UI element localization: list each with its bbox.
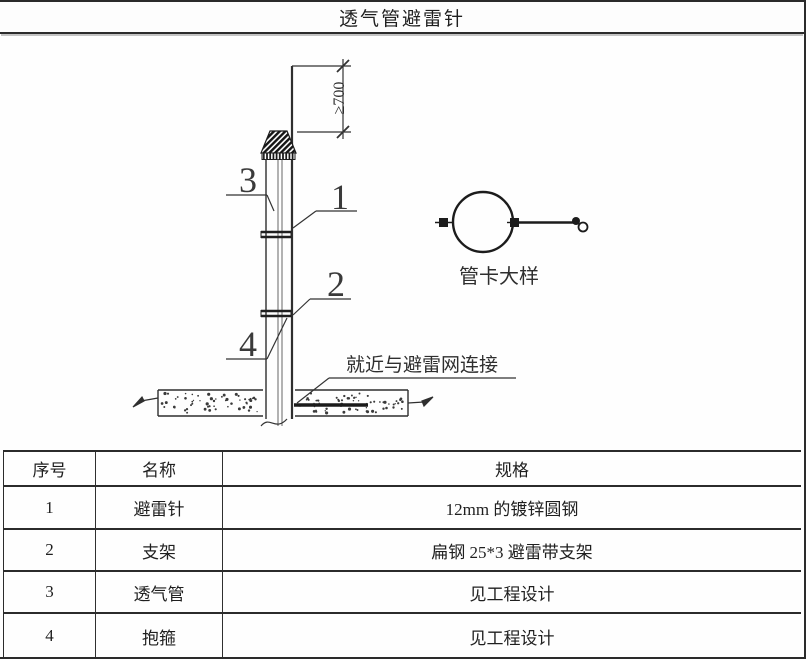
row3-no: 3 (4, 572, 96, 614)
header-name: 名称 (96, 452, 223, 487)
vent-pipe (265, 159, 283, 426)
header-no: 序号 (4, 452, 96, 487)
row4-spec: 见工程设计 (469, 628, 555, 648)
row2-name: 支架 (96, 530, 223, 572)
dimension-label: ≥700 (331, 82, 348, 115)
concrete-stipple (160, 391, 404, 415)
pipe-clamp-detail (435, 190, 589, 254)
clamp-band-lower (260, 309, 292, 318)
row1-name: 避雷针 (96, 487, 223, 530)
pipe-break-symbol (260, 418, 288, 427)
callout-2-label: 2 (327, 264, 345, 304)
row1-spec: 12mm 的镀锌圆钢 (223, 487, 801, 530)
callout-3-label: 3 (239, 160, 257, 200)
callout-4-label: 4 (239, 324, 257, 364)
detail-caption: 管卡大样 (459, 265, 539, 288)
header-spec: 规格 (223, 452, 801, 487)
callout-4-leader (226, 317, 288, 360)
dimension-700 (292, 59, 351, 139)
parts-table: 序号 名称 规格 1 避雷针 12mm 的镀锌圆钢 2 支架 扁钢 25*3 避… (3, 450, 801, 657)
slab-break-right (407, 396, 434, 408)
row2-spec: 扁钢 25*3 避雷带支架 (223, 530, 801, 572)
clamp-band-upper (260, 230, 292, 239)
callout-1-leader (292, 210, 357, 229)
row1-no: 1 (4, 487, 96, 530)
note-leader (296, 377, 516, 404)
note-label: 就近与避雷网连接 (346, 354, 498, 376)
row2-no: 2 (4, 530, 96, 572)
row4-name: 抱箍 (96, 614, 223, 657)
callout-3-leader (226, 194, 275, 212)
row3-spec: 见工程设计 (223, 572, 801, 614)
callout-2-leader (292, 298, 351, 316)
title-bar: 透气管避雷针 (0, 2, 804, 34)
page-title: 透气管避雷针 (338, 8, 465, 30)
row4-no: 4 (4, 614, 96, 657)
slab-break-left (132, 395, 159, 408)
row3-name: 透气管 (96, 572, 223, 614)
vent-cap (260, 130, 297, 160)
callout-1-label: 1 (331, 177, 349, 217)
